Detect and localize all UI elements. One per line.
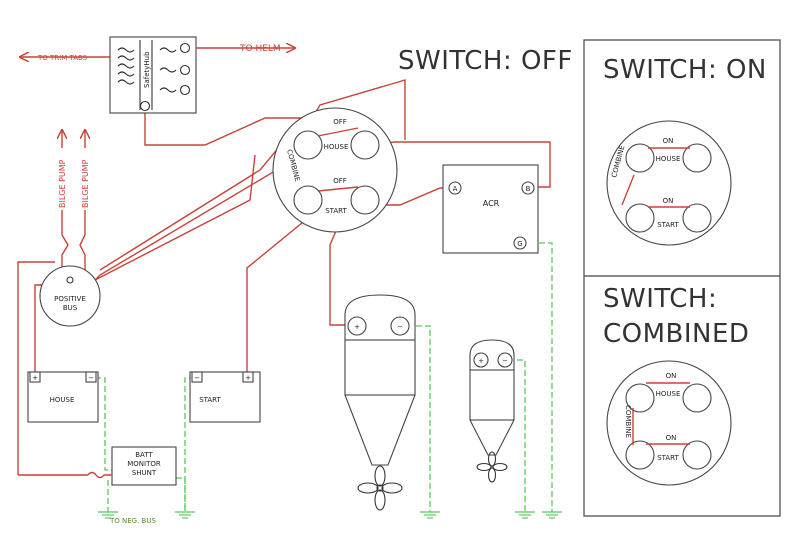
batt-monitor-label-1: BATT	[135, 451, 153, 459]
battery-monitor-shunt: BATT MONITOR SHUNT	[87, 446, 177, 486]
engine-large-plus: +	[354, 323, 360, 331]
switch-on-on-label-2: ON	[663, 197, 674, 205]
title-switch-combined-1: SWITCH:	[603, 284, 717, 314]
switch-combined-diagram: ON HOUSE ON START COMBINE	[606, 360, 732, 486]
switch-start-label: START	[325, 207, 347, 215]
batt-monitor-label-3: SHUNT	[132, 469, 157, 477]
positive-bus-label-1: POSITIVE	[54, 295, 86, 303]
title-switch-on: SWITCH: ON	[603, 55, 767, 85]
title-switch-off: SWITCH: OFF	[398, 46, 573, 76]
bilge-pump-label-1: BILGE PUMP	[58, 159, 67, 208]
acr-terminal-b: B	[526, 185, 531, 193]
switch-combined-house-label: HOUSE	[656, 390, 681, 398]
safety-hub: SafetyHub	[109, 36, 197, 114]
switch-on-diagram: ON HOUSE ON START COMBINE	[606, 120, 732, 246]
batt-monitor-label-2: MONITOR	[127, 460, 161, 468]
switch-off-label-1: OFF	[333, 118, 347, 126]
start-battery-minus: −	[194, 374, 200, 382]
acr-terminal-a: A	[453, 185, 458, 193]
propeller-icon	[357, 465, 403, 511]
acr-relay: A B G ACR	[442, 164, 539, 254]
acr-terminal-g: G	[517, 240, 522, 248]
switch-combined-on-label-2: ON	[666, 434, 677, 442]
switch-on-house-label: HOUSE	[656, 155, 681, 163]
ground-symbols	[98, 511, 562, 519]
to-helm-label: TO HELM	[239, 44, 281, 54]
start-battery-plus: +	[245, 374, 251, 382]
house-battery-minus: −	[88, 374, 94, 382]
engine-small: + −	[469, 339, 515, 483]
engine-small-plus: +	[478, 357, 484, 365]
switch-combined-start-label: START	[657, 454, 679, 462]
engine-large: + −	[344, 294, 416, 511]
safety-hub-label: SafetyHub	[143, 51, 151, 88]
negative-wires	[95, 242, 562, 519]
acr-label: ACR	[483, 199, 500, 208]
switch-house-label: HOUSE	[324, 143, 349, 151]
positive-bus: POSITIVE BUS	[39, 265, 101, 327]
start-battery: − + START	[189, 371, 261, 423]
switch-off-label-2: OFF	[333, 177, 347, 185]
switch-combined-on-label-1: ON	[666, 372, 677, 380]
positive-bus-label-2: BUS	[63, 304, 78, 312]
engine-large-minus: −	[397, 323, 403, 331]
switch-on-start-label: START	[657, 221, 679, 229]
to-trim-tabs-label: TO TRIM TABS	[37, 54, 88, 62]
battery-switch-off: HOUSE START OFF OFF COMBINE	[272, 107, 398, 233]
switch-on-on-label-1: ON	[663, 137, 674, 145]
house-battery-label: HOUSE	[50, 396, 75, 404]
engine-small-minus: −	[502, 357, 508, 365]
start-battery-label: START	[199, 396, 221, 404]
bilge-pump-label-2: BILGE PUMP	[81, 159, 90, 208]
to-neg-bus-label: TO NEG. BUS	[109, 517, 156, 525]
title-switch-combined-2: COMBINED	[603, 319, 749, 349]
switch-combined-combine-label: COMBINE	[624, 405, 632, 438]
propeller-icon	[476, 451, 508, 483]
house-battery-plus: +	[32, 374, 38, 382]
house-battery: + − HOUSE	[27, 371, 99, 423]
